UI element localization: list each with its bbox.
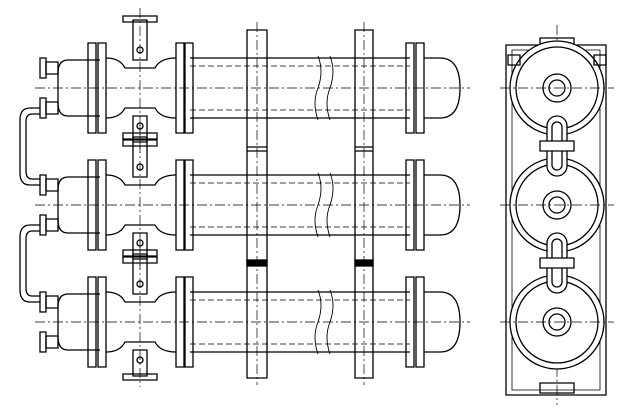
side-nozzle — [46, 296, 58, 308]
lug — [594, 55, 606, 65]
side-view — [20, 8, 470, 387]
end-cap — [424, 58, 460, 118]
side-nozzle — [46, 62, 58, 74]
support-band — [247, 260, 267, 266]
u-bend-pipe-inner — [26, 114, 40, 179]
u-bend-pipe-inner — [26, 231, 40, 296]
side-nozzle — [46, 102, 58, 114]
tube-clamp — [540, 258, 574, 268]
side-nozzle — [46, 179, 58, 191]
nozzle — [133, 254, 147, 294]
support-band — [355, 260, 373, 266]
side-nozzle-flange — [40, 98, 46, 118]
end-view — [500, 25, 614, 405]
lug — [508, 55, 520, 65]
nozzle — [133, 137, 147, 177]
side-nozzle-flange — [40, 215, 46, 235]
side-nozzle-flange — [40, 175, 46, 195]
side-nozzle-flange — [40, 292, 46, 312]
side-nozzle-flange — [40, 332, 46, 352]
side-nozzle — [46, 336, 58, 348]
exchanger-row — [35, 242, 470, 387]
exchanger-row — [35, 125, 470, 270]
nozzle — [133, 20, 147, 60]
side-nozzle — [46, 219, 58, 231]
end-cap — [424, 175, 460, 235]
u-bend-pipe — [20, 108, 40, 185]
side-nozzle-flange — [40, 58, 46, 78]
end-cap — [424, 292, 460, 352]
exchanger-row — [35, 8, 470, 153]
u-bend-pipe — [20, 225, 40, 302]
tube-clamp — [540, 141, 574, 151]
